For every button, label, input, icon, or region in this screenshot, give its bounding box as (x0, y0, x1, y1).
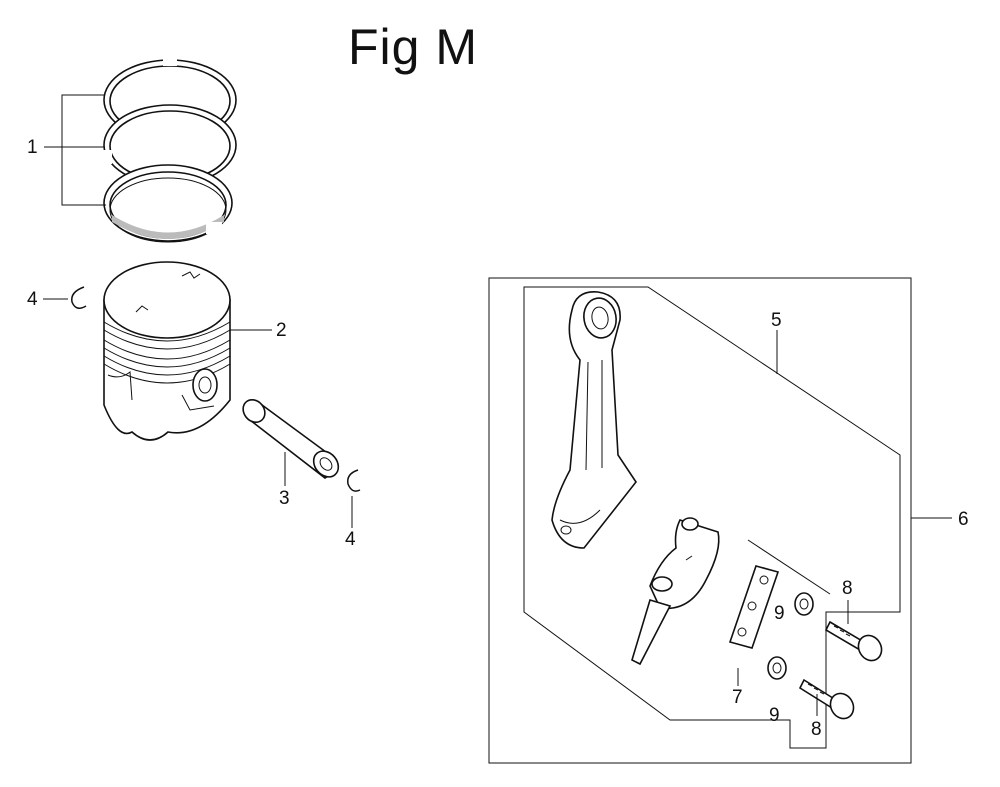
pin-clip-right (346, 469, 361, 492)
oil-dipper (631, 599, 672, 666)
callout-2-piston: 2 (276, 320, 287, 341)
connecting-rod-cap (649, 517, 720, 610)
figure-title: Fig M (348, 19, 478, 75)
pin-clip-left (71, 286, 87, 309)
piston-ring-middle (100, 104, 237, 186)
callout-1-piston-rings: 1 (27, 137, 38, 158)
callout-4-clip-right: 4 (345, 529, 356, 550)
piston-ring-oil (103, 164, 233, 243)
oil-dipper-plate (728, 565, 780, 649)
washer-lower (767, 656, 787, 680)
lock-plate-frame (747, 539, 831, 595)
callout-5-connecting-rod: 5 (771, 310, 782, 331)
callout-9-washer-lower: 9 (769, 705, 780, 726)
callout-9-washer-upper: 9 (774, 603, 785, 624)
leader-lines-left (43, 94, 353, 528)
rod-assembly-frame (488, 277, 952, 764)
piston-ring-set (100, 56, 237, 243)
rod-bolt-lower (798, 678, 855, 720)
callout-7-dipper-plate: 7 (732, 687, 743, 708)
leader-lines-right (737, 330, 849, 716)
callout-6-rod-assembly: 6 (958, 509, 969, 530)
rod-bolt-upper (824, 620, 883, 662)
connecting-rod (551, 291, 637, 549)
washer-upper (794, 592, 814, 616)
callout-8-bolt-upper: 8 (842, 578, 853, 599)
callout-3-piston-pin: 3 (279, 488, 290, 509)
callout-4-clip-left: 4 (27, 289, 38, 310)
callout-8-bolt-lower: 8 (811, 719, 822, 740)
piston-pin (242, 398, 340, 479)
piston (103, 261, 231, 441)
